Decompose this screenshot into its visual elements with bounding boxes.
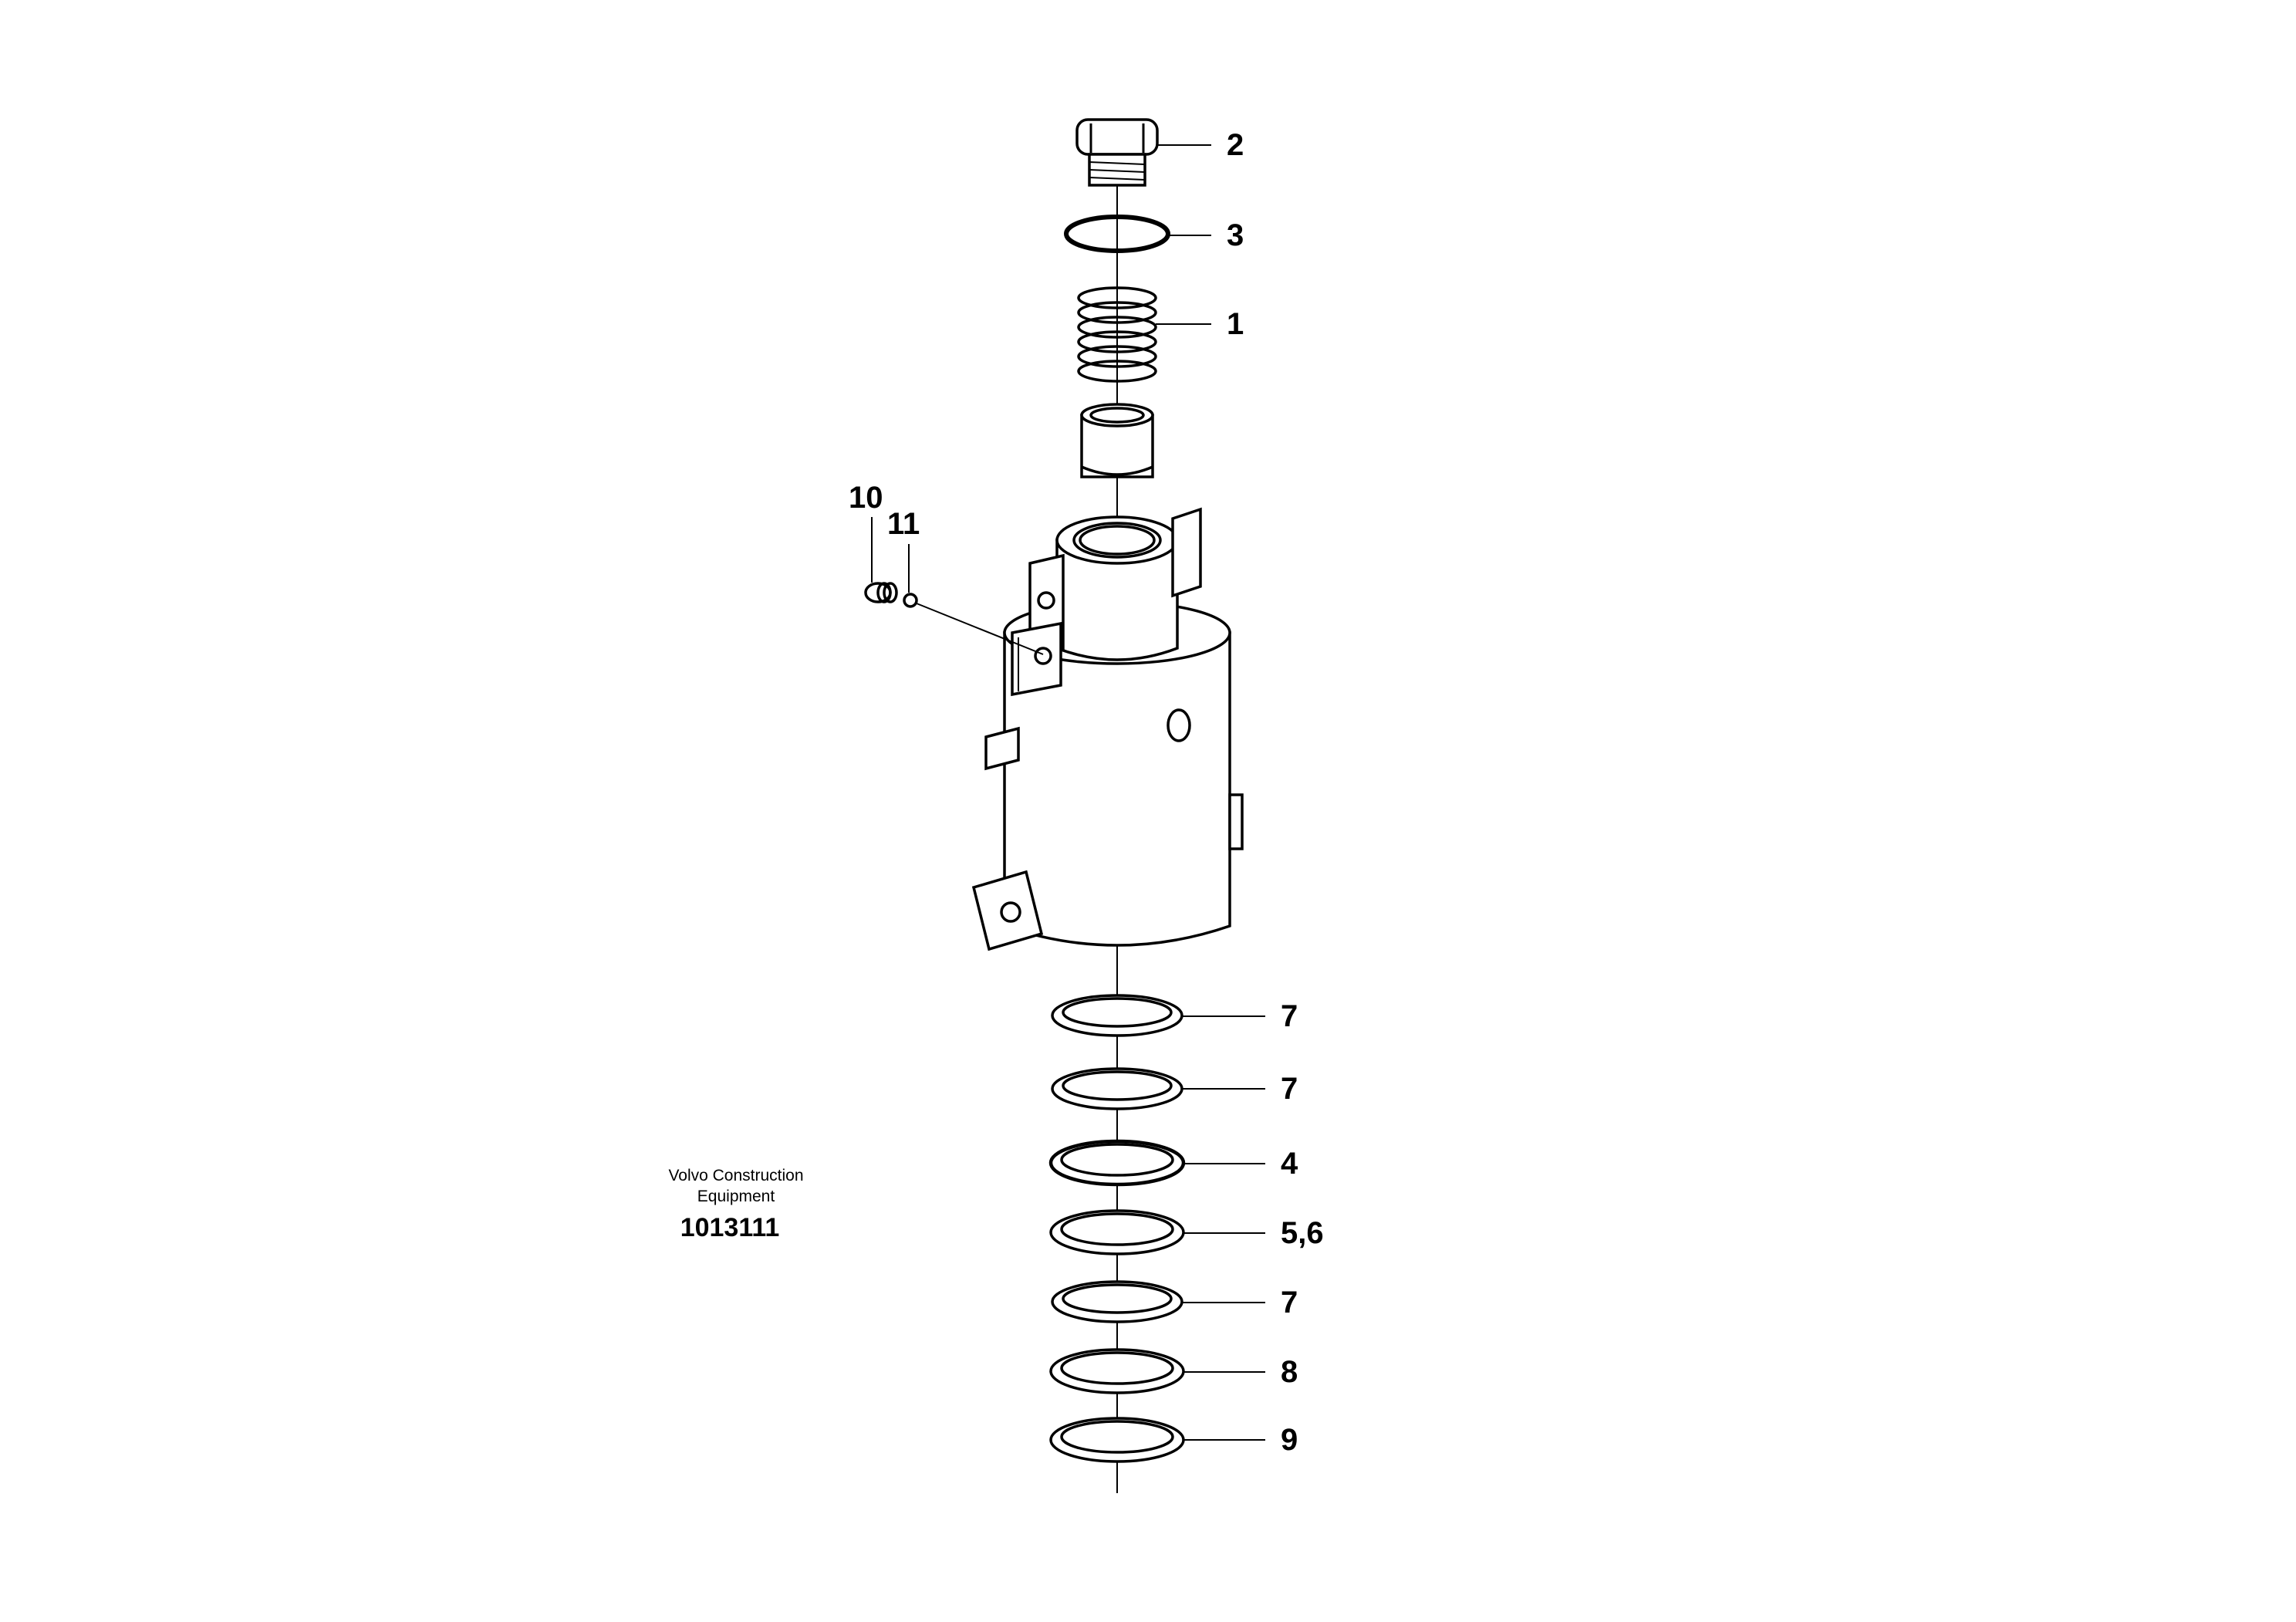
callout-4: 4 — [1281, 1147, 1298, 1181]
washer-7c — [1051, 1280, 1183, 1323]
callout-10: 10 — [849, 481, 883, 515]
washer-7a — [1051, 994, 1183, 1037]
callout-9: 9 — [1281, 1423, 1298, 1457]
set-screw-part-10 — [864, 582, 898, 603]
credit-line-1: Volvo Construction — [668, 1167, 803, 1184]
drawing-reference-number: 1013111 — [680, 1213, 780, 1242]
washer-7b — [1051, 1067, 1183, 1110]
ring-8 — [1049, 1348, 1185, 1394]
sleeve-part — [1080, 403, 1154, 478]
callout-1: 1 — [1227, 307, 1244, 341]
ball-part-11 — [903, 593, 918, 608]
callout-7b: 7 — [1281, 1072, 1298, 1106]
o-ring-part-3 — [1064, 215, 1170, 253]
callout-11: 11 — [887, 507, 920, 541]
callout-7a: 7 — [1281, 999, 1298, 1033]
spring-part-1 — [1077, 286, 1157, 383]
ring-5-6 — [1049, 1209, 1185, 1255]
callout-8: 8 — [1281, 1355, 1298, 1389]
callout-2: 2 — [1227, 128, 1244, 162]
assembly-line-10-11 — [916, 603, 1044, 655]
plug-part-2 — [1075, 118, 1159, 187]
callout-7c: 7 — [1281, 1286, 1298, 1320]
seal-4 — [1048, 1139, 1186, 1187]
callout-3: 3 — [1227, 218, 1244, 252]
credit-line-2: Equipment — [697, 1188, 775, 1205]
callout-5-6: 5,6 — [1281, 1216, 1324, 1250]
ring-9 — [1049, 1417, 1185, 1463]
valve-body — [971, 507, 1244, 951]
